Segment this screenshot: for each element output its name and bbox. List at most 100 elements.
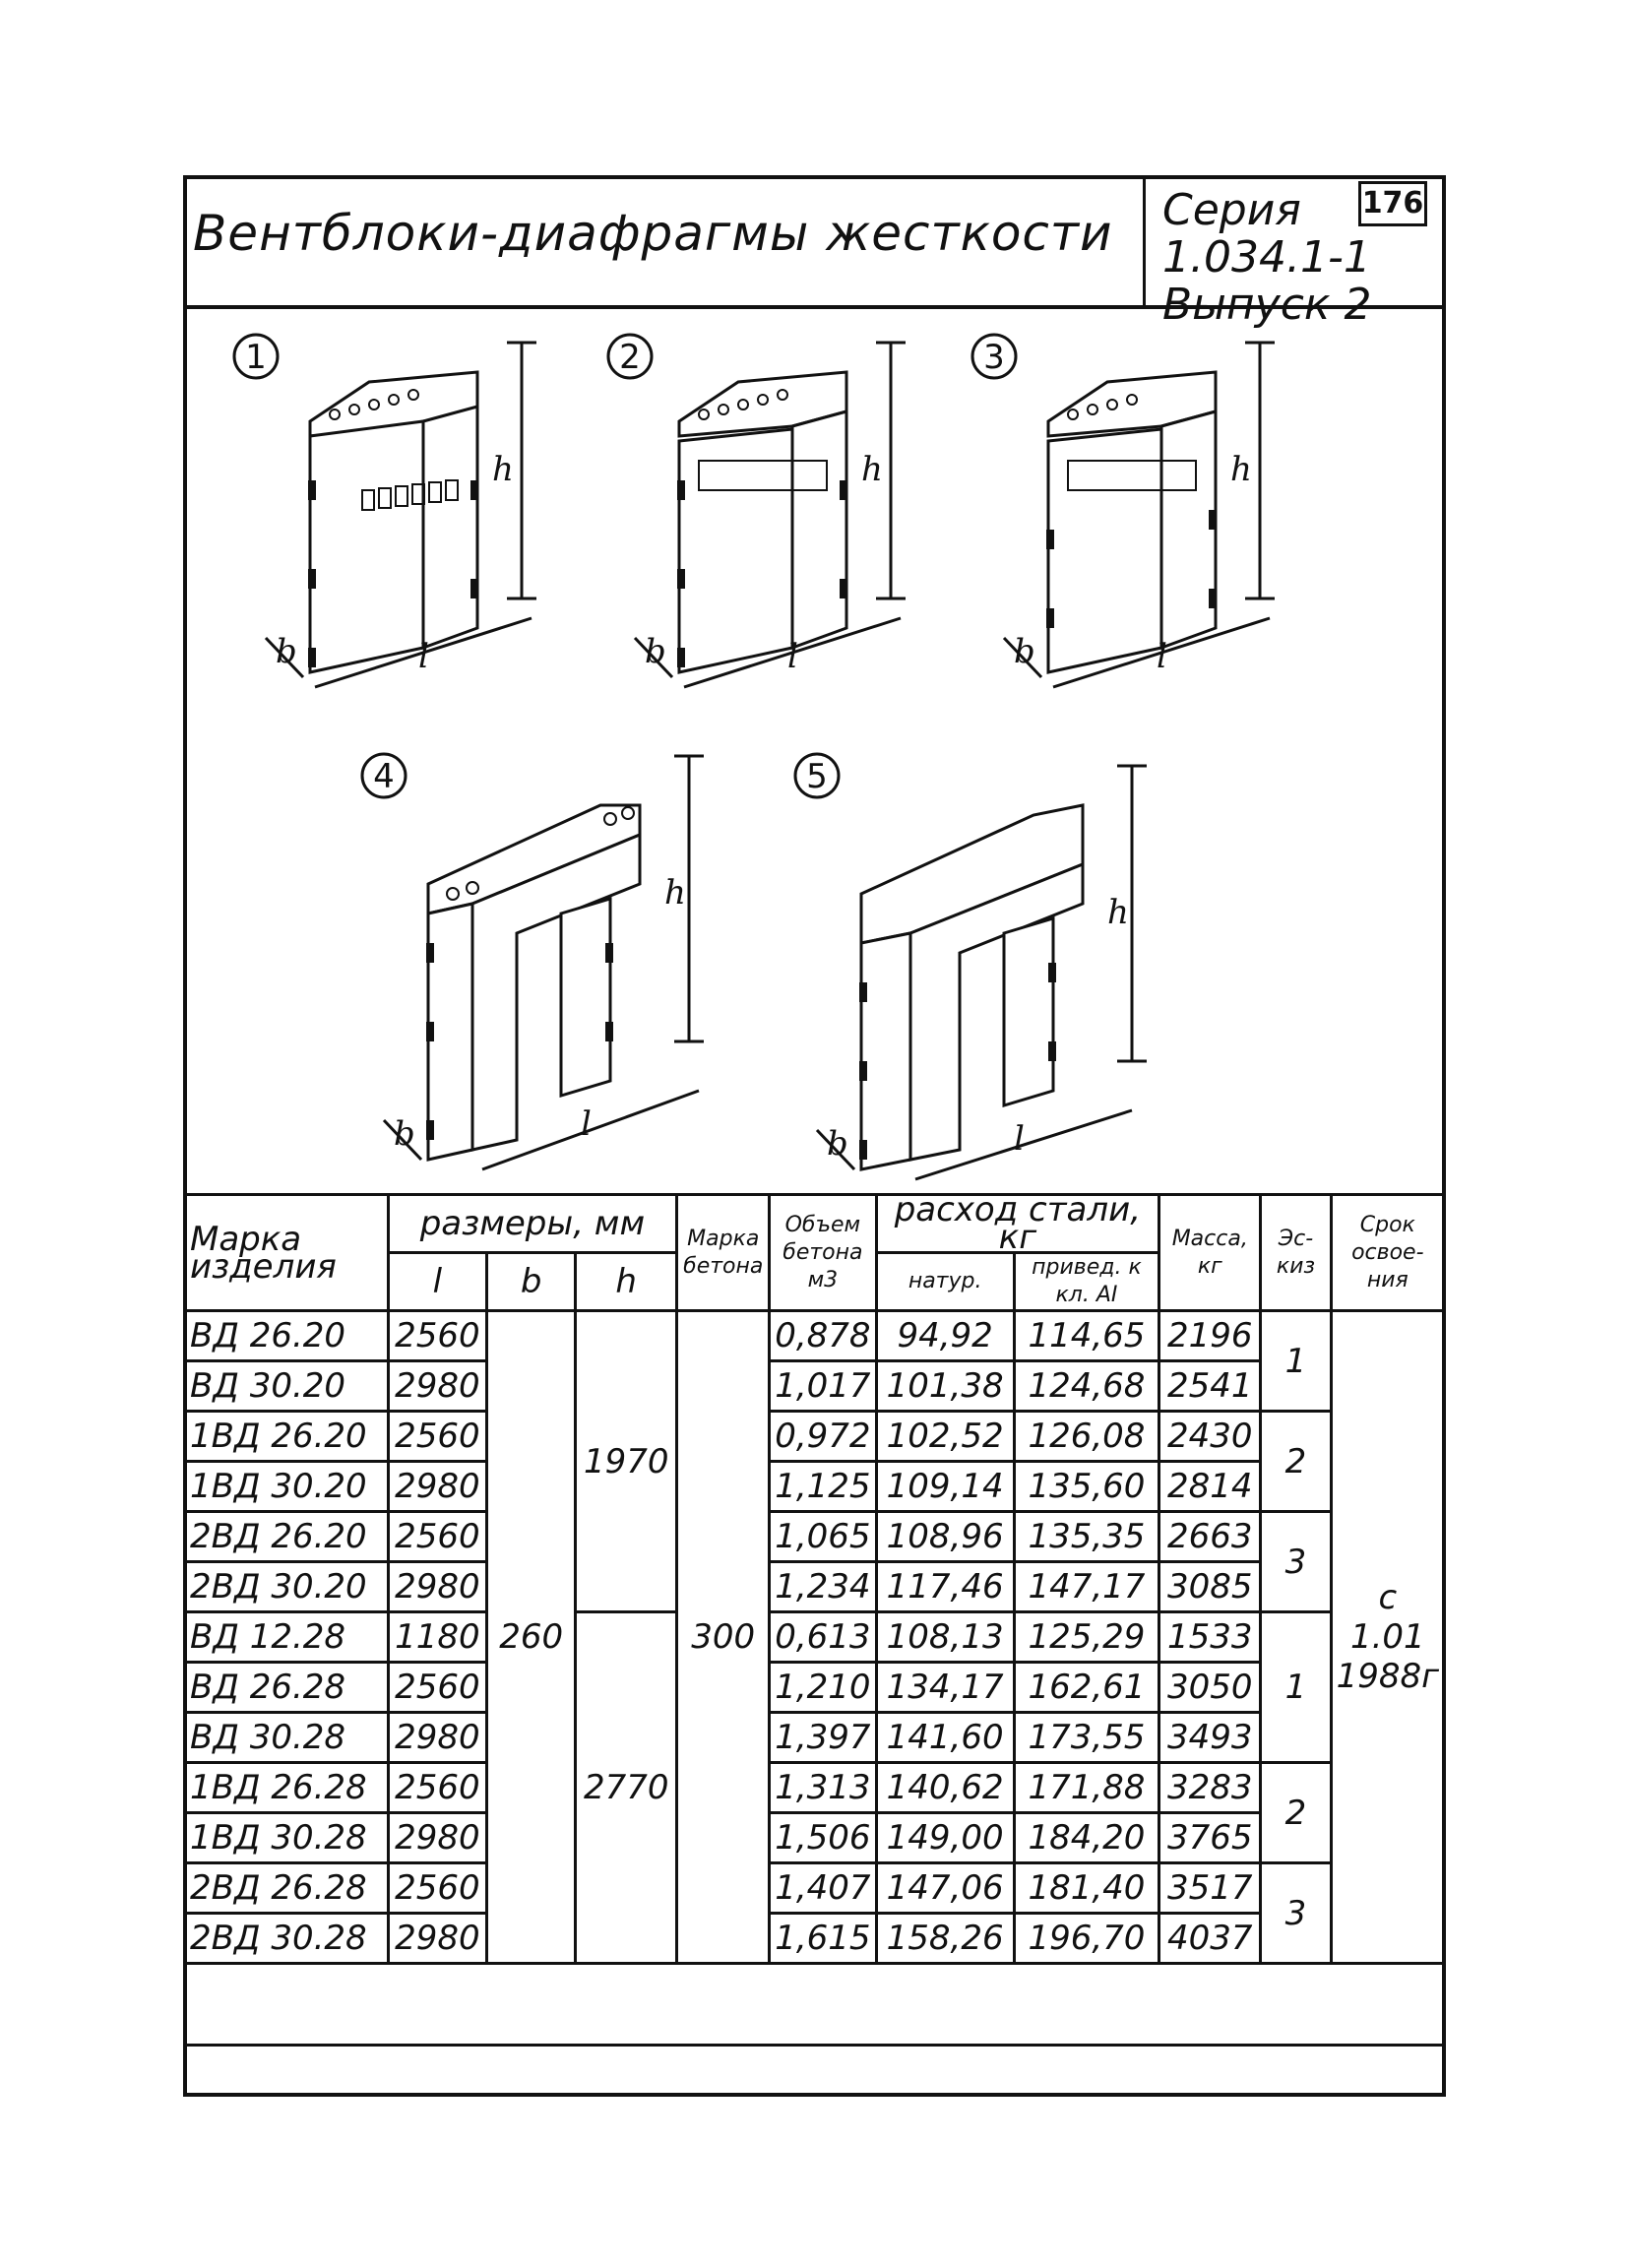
cell-mass: 2541 bbox=[1158, 1359, 1263, 1413]
figure-3-number: 3 bbox=[983, 338, 1005, 377]
cell-mark: 2ВД 30.20 bbox=[183, 1560, 390, 1613]
cell-steel-nat: 140,62 bbox=[874, 1761, 1016, 1814]
cell-steel-nat: 117,46 bbox=[874, 1560, 1016, 1613]
fig4-dim-l: l bbox=[581, 1104, 592, 1144]
header-concrete: Марка бетона bbox=[675, 1193, 772, 1312]
cell-steel-nat: 109,14 bbox=[874, 1460, 1016, 1513]
cell-l: 2560 bbox=[386, 1510, 489, 1563]
header-l: l bbox=[386, 1251, 489, 1312]
cell-mass: 3517 bbox=[1158, 1861, 1263, 1915]
table-row: ВД 30.20 2980 1,017 101,38 124,68 2541 bbox=[183, 1359, 1445, 1413]
cell-mass: 2663 bbox=[1158, 1510, 1263, 1563]
table-row: 2ВД 30.20 2980 1,234 117,46 147,17 3085 bbox=[183, 1560, 1445, 1613]
figure-4-number-circle bbox=[360, 752, 407, 799]
cell-steel-nat: 149,00 bbox=[874, 1811, 1016, 1864]
cell-mark: ВД 26.20 bbox=[183, 1309, 390, 1362]
table-row: 2ВД 30.28 2980 1,615 158,26 196,70 4037 bbox=[183, 1912, 1445, 1965]
fig5-dim-b: b bbox=[827, 1124, 848, 1164]
cell-mass: 3050 bbox=[1158, 1661, 1263, 1714]
figure-4-block bbox=[360, 752, 704, 1171]
cell-mark: 2ВД 30.28 bbox=[183, 1912, 390, 1965]
cell-steel-nat: 147,06 bbox=[874, 1861, 1016, 1915]
cell-steel-red: 181,40 bbox=[1012, 1861, 1161, 1915]
cell-steel-red: 171,88 bbox=[1012, 1761, 1161, 1814]
header-steel-nat: натур. bbox=[874, 1251, 1016, 1312]
cell-steel-red: 162,61 bbox=[1012, 1661, 1161, 1714]
figure-1-block bbox=[232, 333, 536, 689]
cell-steel-red: 135,35 bbox=[1012, 1510, 1161, 1563]
cell-mark: 2ВД 26.20 bbox=[183, 1510, 390, 1563]
cell-mass: 4037 bbox=[1158, 1912, 1263, 1965]
cell-b: 260 bbox=[485, 1309, 578, 1965]
cell-steel-red: 124,68 bbox=[1012, 1359, 1161, 1413]
cell-volume: 1,017 bbox=[768, 1359, 878, 1413]
cell-concrete: 300 bbox=[675, 1309, 772, 1965]
cell-l: 2980 bbox=[386, 1560, 489, 1613]
bottom-strip-divider bbox=[183, 2044, 1446, 2047]
cell-mark: ВД 30.20 bbox=[183, 1359, 390, 1413]
cell-l: 2980 bbox=[386, 1460, 489, 1513]
cell-volume: 1,397 bbox=[768, 1711, 878, 1764]
cell-sketch: 1 bbox=[1259, 1610, 1333, 1764]
cell-steel-red: 114,65 bbox=[1012, 1309, 1161, 1362]
figure-5-block bbox=[793, 752, 1147, 1181]
cell-steel-nat: 141,60 bbox=[874, 1711, 1016, 1764]
cell-l: 2560 bbox=[386, 1761, 489, 1814]
figure-4-number: 4 bbox=[373, 757, 395, 796]
isometric-figures: 1 2 3 4 5 b l h b l h b l h b l h b l h bbox=[232, 333, 1275, 1181]
fig2-dim-b: b bbox=[645, 632, 666, 671]
cell-steel-nat: 101,38 bbox=[874, 1359, 1016, 1413]
figure-5-number: 5 bbox=[806, 757, 828, 796]
cell-steel-nat: 94,92 bbox=[874, 1309, 1016, 1362]
cell-l: 2560 bbox=[386, 1410, 489, 1463]
cell-l: 2560 bbox=[386, 1309, 489, 1362]
fig5-dim-l: l bbox=[1014, 1119, 1025, 1159]
cell-steel-nat: 108,13 bbox=[874, 1610, 1016, 1664]
title-block: Вентблоки-диафрагмы жесткости Серия 1.03… bbox=[183, 175, 1446, 329]
cell-steel-nat: 108,96 bbox=[874, 1510, 1016, 1563]
fig3-dim-b: b bbox=[1014, 632, 1035, 671]
header-dims: размеры, мм bbox=[386, 1193, 679, 1254]
sheet-number: 176 bbox=[1358, 181, 1427, 226]
cell-mark: 1ВД 30.20 bbox=[183, 1460, 390, 1513]
cell-l: 2560 bbox=[386, 1661, 489, 1714]
cell-sketch: 1 bbox=[1259, 1309, 1333, 1413]
fig4-dim-h: h bbox=[664, 873, 686, 913]
table-row: 1ВД 30.20 2980 1,125 109,14 135,60 2814 bbox=[183, 1460, 1445, 1513]
fig1-dim-l: l bbox=[418, 637, 429, 676]
cell-sketch: 3 bbox=[1259, 1510, 1333, 1613]
cell-mass: 2430 bbox=[1158, 1410, 1263, 1463]
header-steel: расход стали, кг bbox=[874, 1193, 1161, 1254]
fig1-dim-b: b bbox=[276, 632, 297, 671]
cell-steel-red: 173,55 bbox=[1012, 1711, 1161, 1764]
cell-steel-nat: 102,52 bbox=[874, 1410, 1016, 1463]
cell-volume: 0,972 bbox=[768, 1410, 878, 1463]
cell-mass: 3283 bbox=[1158, 1761, 1263, 1814]
cell-volume: 1,615 bbox=[768, 1912, 878, 1965]
fig1-dim-h: h bbox=[492, 450, 514, 489]
table-row: 1ВД 26.28 2560 1,313 140,62 171,88 3283 … bbox=[183, 1761, 1445, 1864]
title-divider bbox=[1143, 175, 1146, 309]
cell-l: 2980 bbox=[386, 1811, 489, 1864]
cell-volume: 0,613 bbox=[768, 1610, 878, 1664]
cell-mark: ВД 26.28 bbox=[183, 1661, 390, 1714]
header-b: b bbox=[485, 1251, 578, 1312]
issue-line: Выпуск 2 bbox=[1162, 280, 1372, 330]
figure-1-number-circle bbox=[232, 333, 280, 380]
cell-sketch: 3 bbox=[1259, 1861, 1333, 1965]
cell-l: 2980 bbox=[386, 1912, 489, 1965]
cell-l: 2560 bbox=[386, 1861, 489, 1915]
fig2-dim-h: h bbox=[861, 450, 883, 489]
cell-steel-red: 135,60 bbox=[1012, 1460, 1161, 1513]
figure-5-number-circle bbox=[793, 752, 841, 799]
cell-h-group2: 2770 bbox=[574, 1610, 679, 1965]
cell-volume: 1,313 bbox=[768, 1761, 878, 1814]
drawing-title: Вентблоки-диафрагмы жесткости bbox=[193, 205, 1113, 262]
figure-1-number: 1 bbox=[245, 338, 267, 377]
figure-2-number: 2 bbox=[619, 338, 641, 377]
header-h: h bbox=[574, 1251, 679, 1312]
table-row: ВД 26.20 2560 260 1970 300 0,878 94,92 1… bbox=[183, 1309, 1447, 1965]
figure-2-number-circle bbox=[606, 333, 654, 380]
table-row: 2ВД 26.28 2560 1,407 147,06 181,40 3517 … bbox=[183, 1861, 1445, 1965]
cell-mark: 2ВД 26.28 bbox=[183, 1861, 390, 1915]
